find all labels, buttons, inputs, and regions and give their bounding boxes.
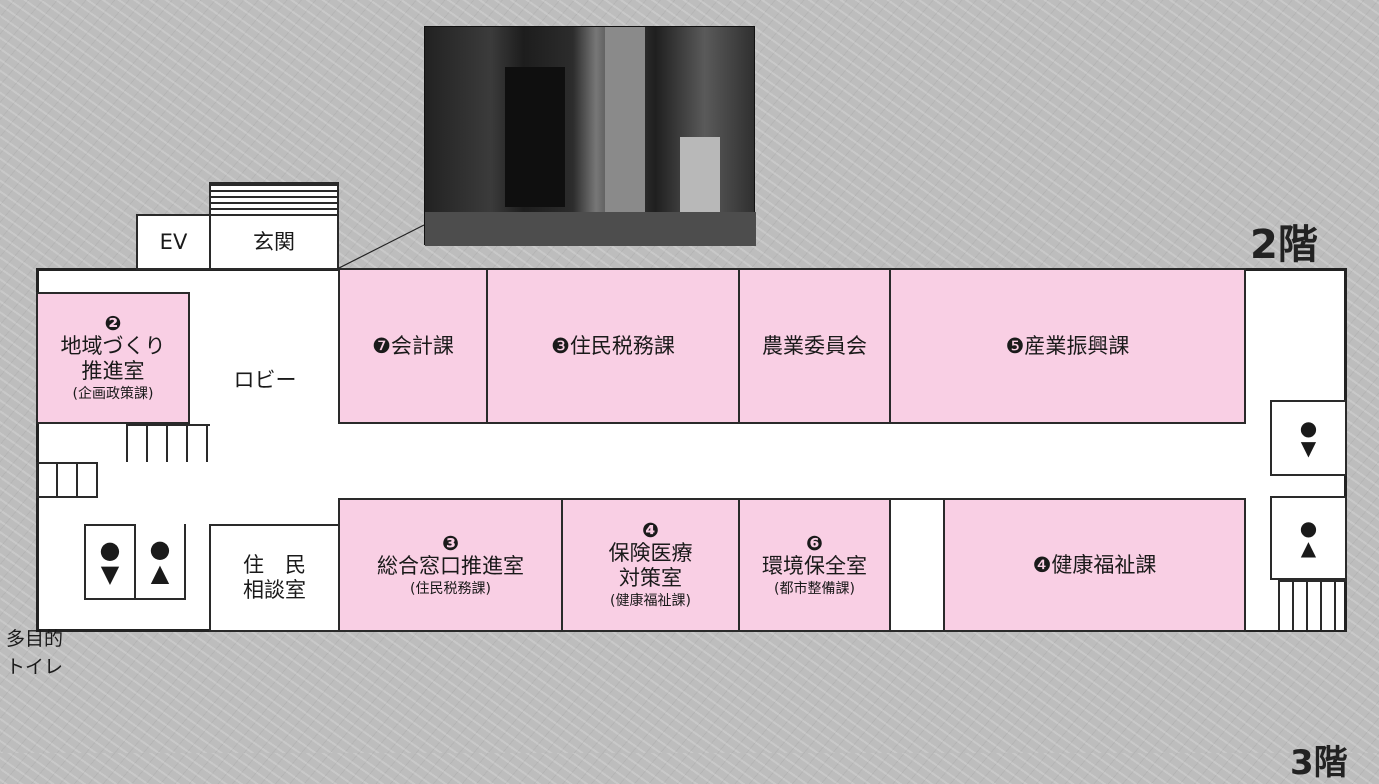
environment-sub: (都市整備課)	[774, 580, 855, 597]
insurance-name-2: 対策室	[619, 566, 682, 590]
accounting-office: ❼会計課	[338, 268, 488, 424]
environment-name: 環境保全室	[762, 553, 867, 578]
regional-name-1: 地域づくり	[60, 334, 166, 358]
right-stairs	[1278, 580, 1347, 630]
resident-consultation-room: 住 民 相談室	[209, 524, 340, 632]
mens-toilet-left: ●▼	[84, 524, 136, 600]
resident-tax-label: ❸住民税務課	[551, 333, 675, 358]
agriculture-label: 農業委員会	[762, 333, 867, 358]
health-welfare-office: ❹健康福祉課	[943, 498, 1246, 632]
insurance-name-1: 保険医療	[608, 541, 693, 565]
lobby-label: ロビー	[233, 367, 297, 392]
lobby-photo	[424, 26, 756, 246]
multipurpose-toilet-label: 多目的 トイレ	[6, 622, 90, 684]
womens-toilet-left: ●▲	[134, 524, 186, 600]
womens-toilet-right: ●▲	[1270, 496, 1347, 580]
left-stairs-lower	[36, 462, 98, 498]
insurance-office: ❹ 保険医療 対策室 (健康福祉課)	[561, 498, 740, 632]
industry-promotion-office: ❺産業振興課	[889, 268, 1246, 424]
resident-tax-office: ❸住民税務課	[486, 268, 740, 424]
left-stairs-upper	[126, 424, 210, 462]
window-name: 総合窓口推進室	[377, 553, 524, 578]
next-floor-title: 3階	[1290, 743, 1348, 783]
multipurpose-line-1: 多目的	[6, 628, 64, 650]
insurance-sub: (健康福祉課)	[610, 593, 691, 609]
regional-name-2: 推進室	[81, 359, 145, 383]
insurance-number: ❹	[642, 518, 659, 542]
elevator-label: EV	[159, 229, 188, 254]
entrance-steps	[209, 182, 339, 215]
floor-title: 2階	[1250, 222, 1318, 268]
woman-icon: ●▲	[1299, 516, 1318, 560]
woman-icon: ●▲	[149, 535, 171, 587]
photo-floor	[425, 212, 756, 246]
regional-development-office: ❷ 地域づくり 推進室 (企画政策課)	[36, 292, 190, 424]
photo-rack	[680, 137, 720, 217]
regional-sub: (企画政策課)	[72, 386, 154, 402]
health-label: ❹健康福祉課	[1032, 552, 1157, 577]
regional-number: ❷	[104, 311, 122, 335]
multipurpose-line-2: トイレ	[6, 656, 64, 678]
lobby: ロビー	[210, 360, 320, 400]
environment-number: ❻	[806, 530, 823, 555]
general-window-office: ❸ 総合窓口推進室 (住民税務課)	[338, 498, 563, 632]
window-number: ❸	[442, 530, 459, 555]
consult-label-1: 住 民	[243, 553, 306, 577]
entrance: 玄関	[209, 214, 339, 270]
mens-toilet-right: ●▼	[1270, 400, 1347, 476]
window-sub: (住民税務課)	[410, 580, 491, 597]
accounting-label: ❼会計課	[372, 333, 454, 358]
agriculture-committee: 農業委員会	[738, 268, 891, 424]
elevator: EV	[136, 214, 211, 270]
environment-office: ❻ 環境保全室 (都市整備課)	[738, 498, 891, 632]
industry-label: ❺産業振興課	[1005, 333, 1130, 358]
consult-label-2: 相談室	[243, 578, 306, 602]
man-icon: ●▼	[99, 536, 121, 588]
man-icon: ●▼	[1299, 416, 1318, 460]
entrance-label: 玄関	[253, 229, 295, 254]
photo-pillar	[605, 27, 645, 246]
storage-room	[889, 498, 945, 632]
photo-door	[505, 67, 565, 207]
